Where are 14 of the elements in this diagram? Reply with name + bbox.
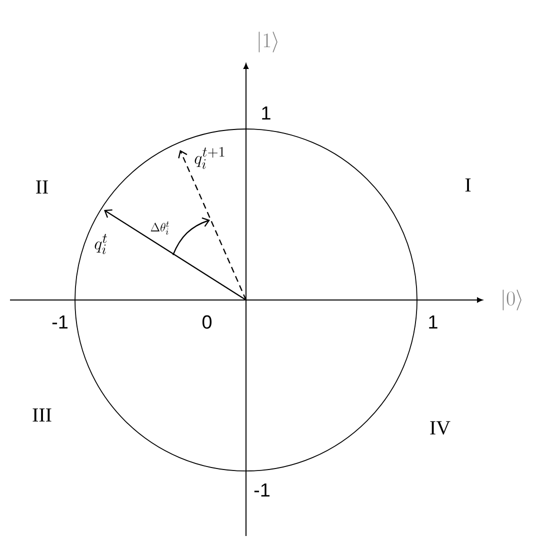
tick-label: -1 [254, 483, 270, 497]
tick-label: 1 [429, 315, 438, 329]
tick-label: 0 [202, 315, 212, 329]
quadrant-label: I [465, 178, 471, 192]
basis-label: $|0\rangle$ [502, 290, 522, 310]
quadrant-label: II [36, 180, 48, 194]
quadrant-label: IV [430, 421, 450, 435]
vector-label: $q_i^t$ [94, 234, 107, 254]
vector-label: $q_i^{t+1}$ [194, 147, 224, 169]
tick-label: -1 [52, 315, 68, 329]
quadrant-label: III [32, 408, 52, 422]
basis-label: $|1\rangle$ [258, 32, 278, 52]
tick-label: 1 [262, 106, 270, 120]
angle-label: $\Delta\theta_i^t$ [150, 221, 169, 235]
